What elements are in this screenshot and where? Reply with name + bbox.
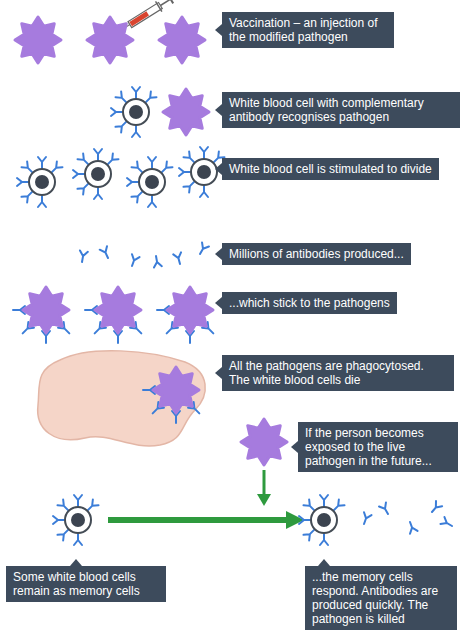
callout-pointer xyxy=(215,367,222,379)
phagocyte xyxy=(38,351,206,446)
antibodies xyxy=(78,242,209,267)
pathogen xyxy=(163,89,209,135)
callout-pointer xyxy=(215,297,222,309)
callout-text: ...which stick to the pathogens xyxy=(229,296,390,310)
callout-pointer xyxy=(215,163,222,175)
coated-pathogen xyxy=(157,287,216,343)
callout-box: All the pathogens are phagocytosed. The … xyxy=(222,355,454,391)
callout-box: If the person becomes exposed to the liv… xyxy=(298,422,458,472)
white-blood-cell xyxy=(17,157,63,207)
callout-pointer xyxy=(215,24,222,36)
callout-text: Some white blood cells remain as memory … xyxy=(13,570,159,598)
callout-text: Vaccination – an injection of the modifi… xyxy=(229,16,387,44)
callout-box: Millions of antibodies produced... xyxy=(222,243,411,265)
callout-box: ...which stick to the pathogens xyxy=(222,292,397,314)
callout-text: White blood cell with complementary anti… xyxy=(229,96,453,124)
callout-text: White blood cell is stimulated to divide xyxy=(229,162,432,176)
green-arrow xyxy=(108,511,304,529)
coated-pathogen xyxy=(85,287,144,343)
callout-text: All the pathogens are phagocytosed. The … xyxy=(229,359,447,387)
callout-pointer xyxy=(215,104,222,116)
callout-box: Some white blood cells remain as memory … xyxy=(6,566,166,602)
callout-text: Millions of antibodies produced... xyxy=(229,247,404,261)
pathogen xyxy=(241,419,287,465)
callout-pointer xyxy=(291,441,298,453)
callout-box: Vaccination – an injection of the modifi… xyxy=(222,12,394,48)
callout-pointer xyxy=(318,559,330,566)
white-blood-cell xyxy=(127,157,173,207)
white-blood-cell xyxy=(111,87,157,137)
callout-text: ...the memory cells respond. Antibodies … xyxy=(312,570,450,626)
pathogen xyxy=(15,17,61,63)
callout-box: White blood cell is stimulated to divide xyxy=(222,158,439,180)
white-blood-cell xyxy=(179,147,225,197)
green-arrow xyxy=(257,470,271,506)
callout-pointer xyxy=(215,248,222,260)
memory-cell xyxy=(53,495,99,545)
callout-text: If the person becomes exposed to the liv… xyxy=(305,426,451,468)
callout-box: ...the memory cells respond. Antibodies … xyxy=(305,566,457,630)
callout-box: White blood cell with complementary anti… xyxy=(222,92,460,128)
antibodies xyxy=(360,501,454,534)
white-blood-cell xyxy=(73,149,119,199)
callout-pointer xyxy=(70,559,82,566)
pathogen xyxy=(87,17,133,63)
coated-pathogen xyxy=(13,287,72,343)
memory-cell xyxy=(299,495,345,545)
pathogen xyxy=(159,17,205,63)
coated-pathogen xyxy=(143,367,202,423)
